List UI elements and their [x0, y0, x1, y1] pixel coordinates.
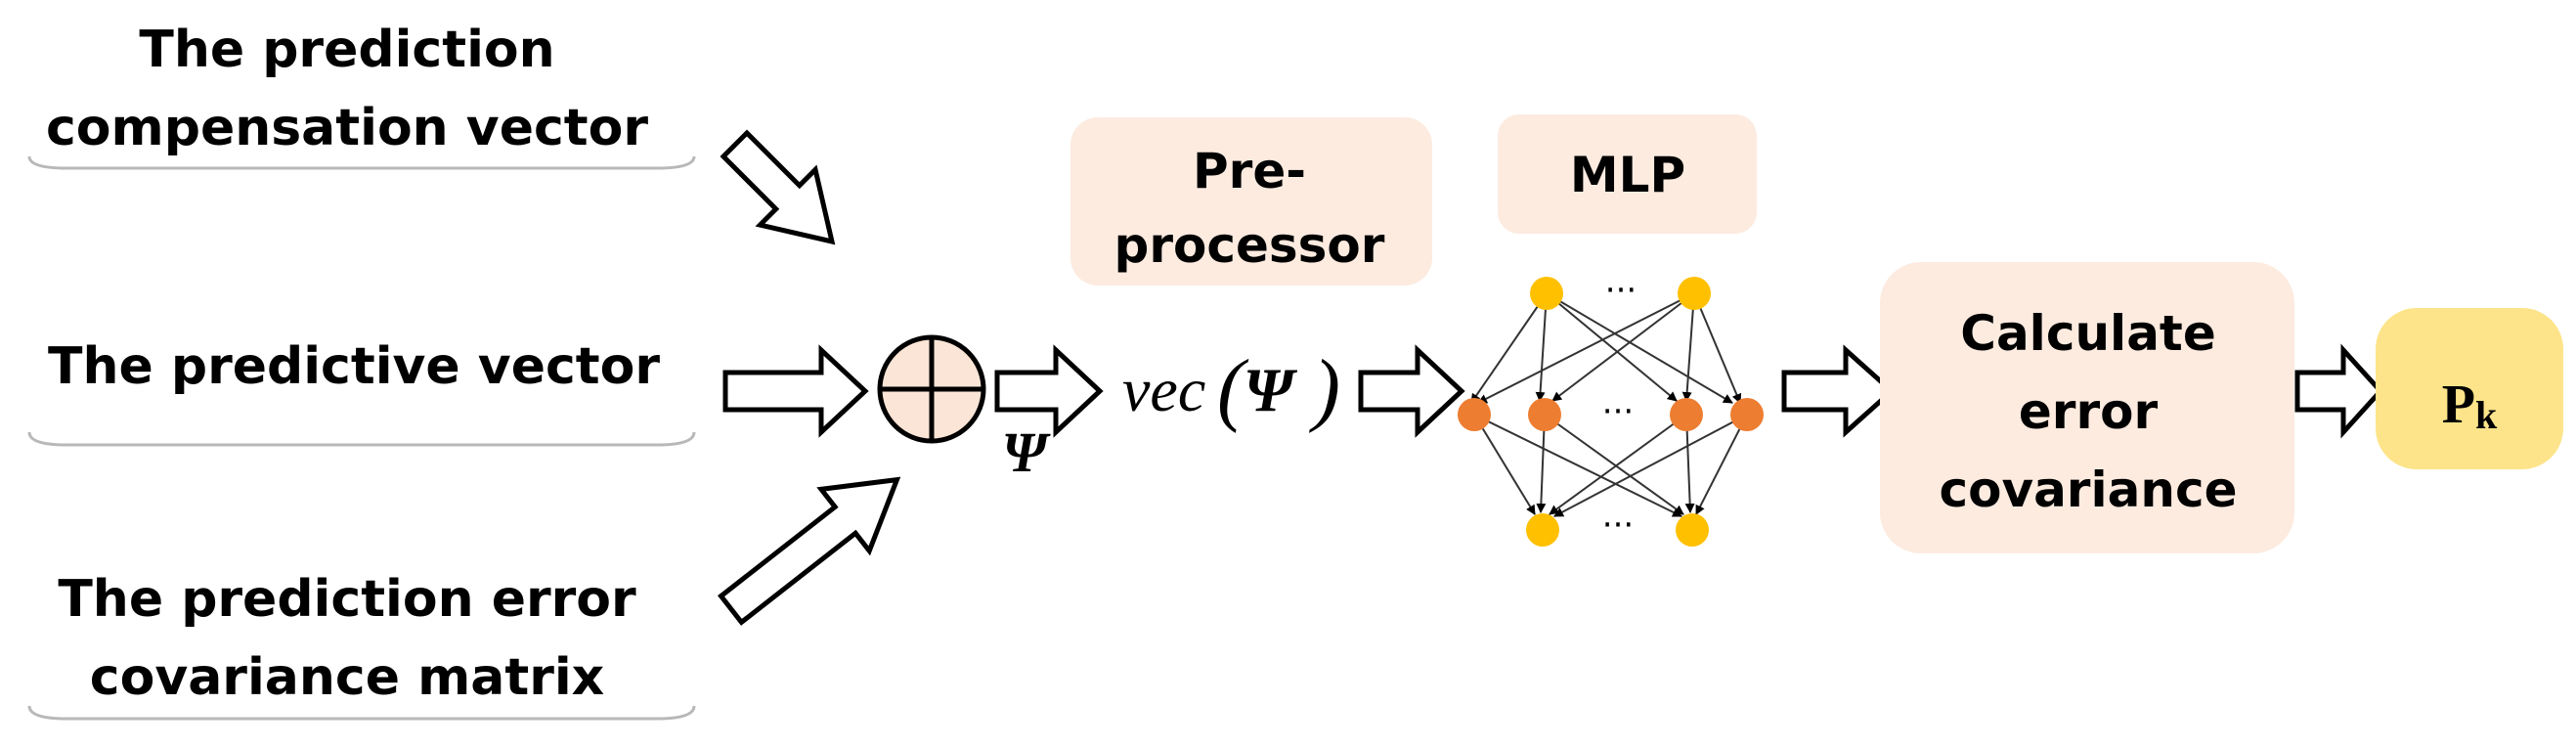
- mlp-network: [1470, 292, 1748, 517]
- mlp-label: MLP: [1570, 147, 1685, 203]
- preprocessor-block: Pre- processor: [1070, 117, 1432, 286]
- mlp-edge: [1695, 414, 1748, 515]
- calculate-block: Calculate error covariance: [1880, 262, 2294, 553]
- error-cov-underline: [27, 705, 696, 721]
- mlp-edge: [1473, 414, 1682, 517]
- mlp-edge: [1544, 414, 1684, 515]
- vec-open-paren: (: [1217, 343, 1249, 434]
- compensation-line2: compensation vector: [46, 99, 648, 157]
- arrow-calculate-to-output: [2294, 343, 2384, 439]
- error-cov-line2: covariance matrix: [90, 648, 604, 707]
- sum-node: [877, 334, 986, 444]
- mlp-input-node: [1678, 277, 1711, 310]
- mlp-edge: [1546, 292, 1733, 404]
- arrow-sum-to-vec: [994, 344, 1104, 438]
- mlp-edge: [1477, 292, 1695, 404]
- mlp-input-node: [1530, 277, 1563, 310]
- calculate-line1: Calculate: [1960, 305, 2216, 362]
- mlp-box: [1498, 114, 1757, 234]
- vec-close-paren: ): [1309, 343, 1340, 434]
- compensation-underline: [27, 155, 696, 170]
- arrow-vec-to-mlp: [1358, 344, 1465, 438]
- output-label: Pk: [2442, 374, 2498, 437]
- input-predictive-vector: The predictive vector: [27, 337, 696, 447]
- input-compensation-vector: The prediction compensation vector: [27, 21, 696, 170]
- output-block: Pk: [2376, 308, 2563, 469]
- preprocessor-line1: Pre-: [1193, 143, 1306, 199]
- arrow-compensation-to-sum: [720, 129, 836, 245]
- preprocessor-line2: processor: [1114, 217, 1385, 274]
- calculate-line2: error: [2019, 383, 2159, 440]
- predictive-underline: [27, 431, 696, 447]
- mlp-edge: [1693, 292, 1742, 404]
- mlp-edge: [1551, 292, 1695, 402]
- error-cov-line1: The prediction error: [58, 570, 636, 629]
- vec-psi-label: vec ( Ψ ): [1122, 343, 1340, 434]
- mlp-hidden-node: [1670, 398, 1703, 431]
- compensation-line1: The prediction: [139, 21, 554, 79]
- output-box: [2376, 308, 2563, 469]
- psi-label: Ψ: [1002, 420, 1051, 484]
- mlp-edge: [1470, 292, 1548, 404]
- preprocessor-box: [1070, 117, 1432, 286]
- mlp-edge: [1473, 414, 1536, 515]
- arrow-error-cov-to-sum: [718, 476, 901, 626]
- mlp-nodes: [1458, 277, 1764, 547]
- mlp-hidden-node: [1458, 398, 1491, 431]
- vec-prefix: vec: [1122, 355, 1205, 424]
- mlp-edge: [1546, 292, 1678, 402]
- mlp-ellipsis-top: ···: [1605, 271, 1637, 310]
- mlp-output-node: [1676, 513, 1709, 547]
- mlp-hidden-node: [1730, 398, 1764, 431]
- mlp-edge: [1553, 414, 1748, 517]
- calculate-box: [1880, 262, 2294, 553]
- mlp-ellipsis-middle: ···: [1602, 392, 1634, 431]
- mlp-edge: [1681, 292, 1695, 402]
- arrow-predictive-to-sum: [722, 344, 869, 438]
- mlp-edge: [1535, 292, 1548, 402]
- predictive-line1: The predictive vector: [48, 337, 660, 396]
- mlp-edge: [1549, 414, 1687, 515]
- mlp-ellipsis-bottom: ···: [1602, 506, 1634, 545]
- mlp-output-node: [1526, 513, 1559, 547]
- mlp-hidden-node: [1528, 398, 1561, 431]
- arrow-mlp-to-calculate: [1781, 344, 1896, 438]
- mlp-label-block: MLP: [1498, 114, 1757, 234]
- calculate-line3: covariance: [1939, 462, 2237, 518]
- output-main: P: [2442, 374, 2475, 435]
- input-error-covariance: The prediction error covariance matrix: [27, 570, 696, 721]
- output-subscript: k: [2475, 393, 2498, 437]
- vec-psi-symbol: Ψ: [1244, 355, 1298, 424]
